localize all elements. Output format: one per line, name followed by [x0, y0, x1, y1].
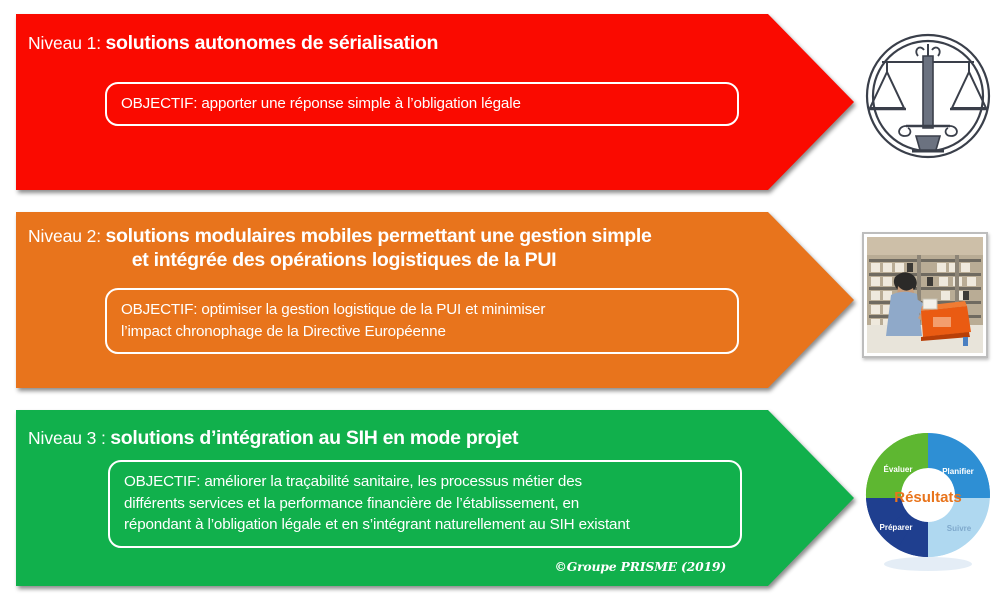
- scales-of-justice-icon: [862, 30, 994, 162]
- level-3-objective-line-3: répondant à l’obligation légale et en s’…: [124, 516, 630, 534]
- level-1-title: Niveau 1: solutions autonomes de sériali…: [28, 32, 764, 55]
- credit-text: ©Groupe PRISME (2019): [554, 559, 727, 574]
- level-1-arrow-shape: [16, 14, 854, 190]
- level-2-objective-line-1: OBJECTIF: optimiser la gestion logistiqu…: [121, 301, 546, 318]
- level-2-label: Niveau 2:: [28, 226, 102, 246]
- level-3-title: Niveau 3 : solutions d’intégration au SI…: [28, 427, 764, 450]
- level-1-objective-box: OBJECTIF: apporter une réponse simple à …: [105, 82, 739, 126]
- level-3-headline: solutions d’intégration au SIH en mode p…: [110, 427, 519, 449]
- level-3-banner: Niveau 3 : solutions d’intégration au SI…: [16, 410, 854, 586]
- results-cycle-donut: Évaluer Planifier Suivre Préparer Résult…: [858, 428, 998, 578]
- level-2-banner: Niveau 2: solutions modulaires mobiles p…: [16, 212, 854, 388]
- level-1-banner: Niveau 1: solutions autonomes de sériali…: [16, 14, 854, 190]
- donut-label-preparer: Préparer: [880, 523, 913, 532]
- donut-label-evaluer: Évaluer: [884, 465, 913, 474]
- donut-center-label: Résultats: [894, 489, 962, 506]
- level-2-headline-line-2: et intégrée des opérations logistiques d…: [131, 249, 557, 271]
- level-2-title: Niveau 2: solutions modulaires mobiles p…: [28, 225, 764, 272]
- level-1-objective-line-1: OBJECTIF: apporter une réponse simple à …: [121, 95, 521, 112]
- level-3-label: Niveau 3 :: [28, 428, 106, 448]
- level-3-objective-line-2: différents services et la performance fi…: [124, 494, 580, 512]
- level-2-headline: solutions modulaires mobiles permettant …: [105, 225, 652, 247]
- level-1-label: Niveau 1:: [28, 33, 102, 53]
- donut-label-suivre: Suivre: [947, 524, 972, 533]
- donut-label-planifier: Planifier: [942, 467, 974, 476]
- pharmacy-logistics-photo: [862, 232, 988, 358]
- level-3-objective-box: OBJECTIF: améliorer la traçabilité sanit…: [108, 460, 742, 548]
- level-1-headline: solutions autonomes de sérialisation: [105, 32, 439, 54]
- level-2-objective-box: OBJECTIF: optimiser la gestion logistiqu…: [105, 288, 739, 354]
- level-2-objective-line-2: l’impact chronophage de la Directive Eur…: [121, 322, 446, 340]
- level-3-arrow-shape: [16, 410, 854, 586]
- level-2-arrow-shape: [16, 212, 854, 388]
- level-3-objective-line-1: OBJECTIF: améliorer la traçabilité sanit…: [124, 473, 582, 490]
